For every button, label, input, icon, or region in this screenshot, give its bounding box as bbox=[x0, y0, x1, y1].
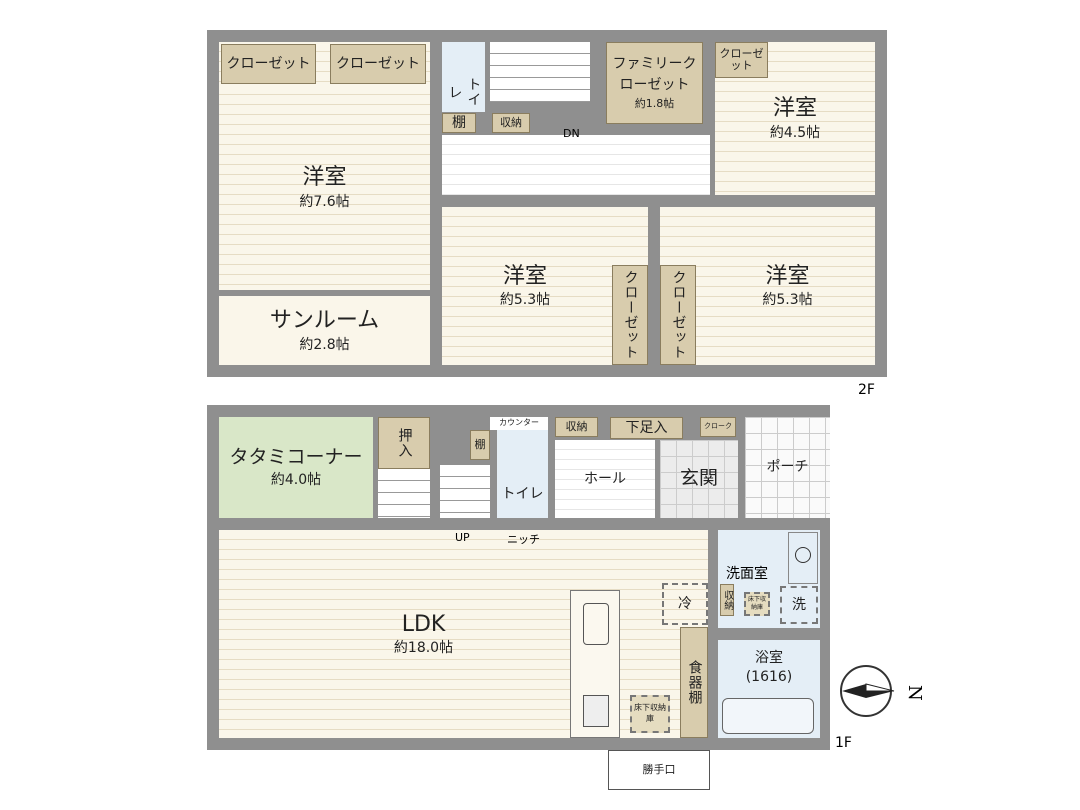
up-label: UP bbox=[455, 531, 470, 544]
room-size: 約2.8帖 bbox=[299, 336, 350, 353]
room-name: トイレ bbox=[501, 485, 544, 502]
staircase-1f bbox=[440, 465, 490, 518]
room-bedroom-7-6: 洋室約7.6帖 bbox=[219, 85, 430, 290]
room-name: トイレ bbox=[446, 77, 482, 107]
bathroom: 浴室 (1616) bbox=[718, 640, 820, 738]
room-name: 洋室 bbox=[772, 96, 817, 122]
storage: 収納 bbox=[555, 417, 598, 437]
family-closet: ファミリークローゼット約1.8帖 bbox=[606, 42, 703, 124]
genkan: 玄関 bbox=[660, 440, 738, 518]
shelf: 棚 bbox=[470, 430, 490, 460]
closet-label: クローゼット bbox=[622, 270, 639, 360]
oshiire: 押入 bbox=[378, 417, 430, 469]
closet: クローゼット bbox=[660, 265, 696, 365]
north-label: N bbox=[904, 685, 925, 701]
room-name: 洗面室 bbox=[726, 566, 768, 582]
niche-label: ニッチ bbox=[507, 533, 540, 546]
room-name: LDK bbox=[401, 611, 446, 637]
closet: クローゼット bbox=[330, 44, 426, 84]
shelf: 棚 bbox=[442, 113, 476, 133]
underfloor-storage: 床下収納庫 bbox=[744, 592, 770, 616]
bathtub-icon bbox=[722, 698, 814, 734]
room-name: 洋室 bbox=[502, 263, 547, 289]
staircase-1f-lower bbox=[378, 469, 430, 518]
washroom: 洗面室 収納 床下収納庫 洗 bbox=[718, 530, 820, 628]
cupboard-label: 食器棚 bbox=[686, 660, 703, 705]
storage: 収納 bbox=[492, 113, 530, 133]
down-label: DN bbox=[563, 127, 580, 140]
room-size: 約4.0帖 bbox=[270, 471, 322, 488]
sink-icon bbox=[583, 603, 609, 645]
room-name: サンルーム bbox=[269, 308, 380, 334]
kitchen-counter bbox=[570, 590, 620, 738]
room-size: 約5.3帖 bbox=[762, 292, 813, 309]
room-ldk: LDK 約18.0帖 bbox=[219, 530, 708, 738]
hall: ホール bbox=[555, 440, 655, 518]
staircase-2f bbox=[490, 42, 590, 102]
room-name: 洋室 bbox=[765, 263, 810, 289]
storage: 収納 bbox=[720, 584, 734, 616]
compass-icon: N bbox=[840, 665, 925, 717]
room-sunroom: サンルーム約2.8帖 bbox=[219, 296, 430, 365]
floor-label-2f: 2F bbox=[858, 382, 875, 398]
washbasin-icon bbox=[788, 532, 818, 584]
room-name: 浴室 bbox=[755, 650, 783, 667]
room-size: 約5.3帖 bbox=[499, 292, 551, 309]
room-name: タタミコーナー bbox=[229, 446, 363, 469]
room-name: 玄関 bbox=[679, 467, 718, 490]
cupboard: 食器棚 bbox=[680, 627, 708, 738]
floor-label-1f: 1F bbox=[835, 735, 852, 751]
small-closet: クローゼット bbox=[715, 42, 768, 78]
fridge-space: 冷 bbox=[662, 583, 708, 625]
oshiire-label: 押入 bbox=[396, 428, 413, 458]
underfloor-storage: 床下収納庫 bbox=[630, 695, 670, 733]
room-size: 約4.5帖 bbox=[769, 124, 821, 141]
stove-icon bbox=[583, 695, 609, 727]
room-name: 洋室 bbox=[302, 165, 347, 191]
room-size: 約18.0帖 bbox=[393, 640, 454, 657]
washer-space: 洗 bbox=[780, 586, 818, 624]
back-door[interactable]: 勝手口 bbox=[608, 750, 710, 790]
toilet-1f: トイレ bbox=[497, 430, 548, 518]
room-size: (1616) bbox=[745, 669, 793, 685]
bath-label: 浴室 (1616) bbox=[718, 646, 820, 690]
room-name: ファミリークローゼット bbox=[612, 55, 697, 93]
hallway-2f bbox=[442, 135, 710, 195]
porch: ポーチ bbox=[745, 417, 830, 518]
closet: クローゼット bbox=[221, 44, 316, 84]
toilet-2f: トイレ bbox=[442, 42, 485, 112]
cloak: クローク bbox=[700, 417, 736, 437]
room-size: 約7.6帖 bbox=[299, 193, 350, 210]
closet: クローゼット bbox=[612, 265, 648, 365]
shoe-cabinet: 下足入 bbox=[610, 417, 683, 439]
closet-label: クローゼット bbox=[670, 270, 687, 360]
room-size: 約1.8帖 bbox=[634, 96, 675, 110]
counter: カウンター bbox=[490, 417, 548, 430]
room-tatami-corner: タタミコーナー約4.0帖 bbox=[219, 417, 373, 518]
